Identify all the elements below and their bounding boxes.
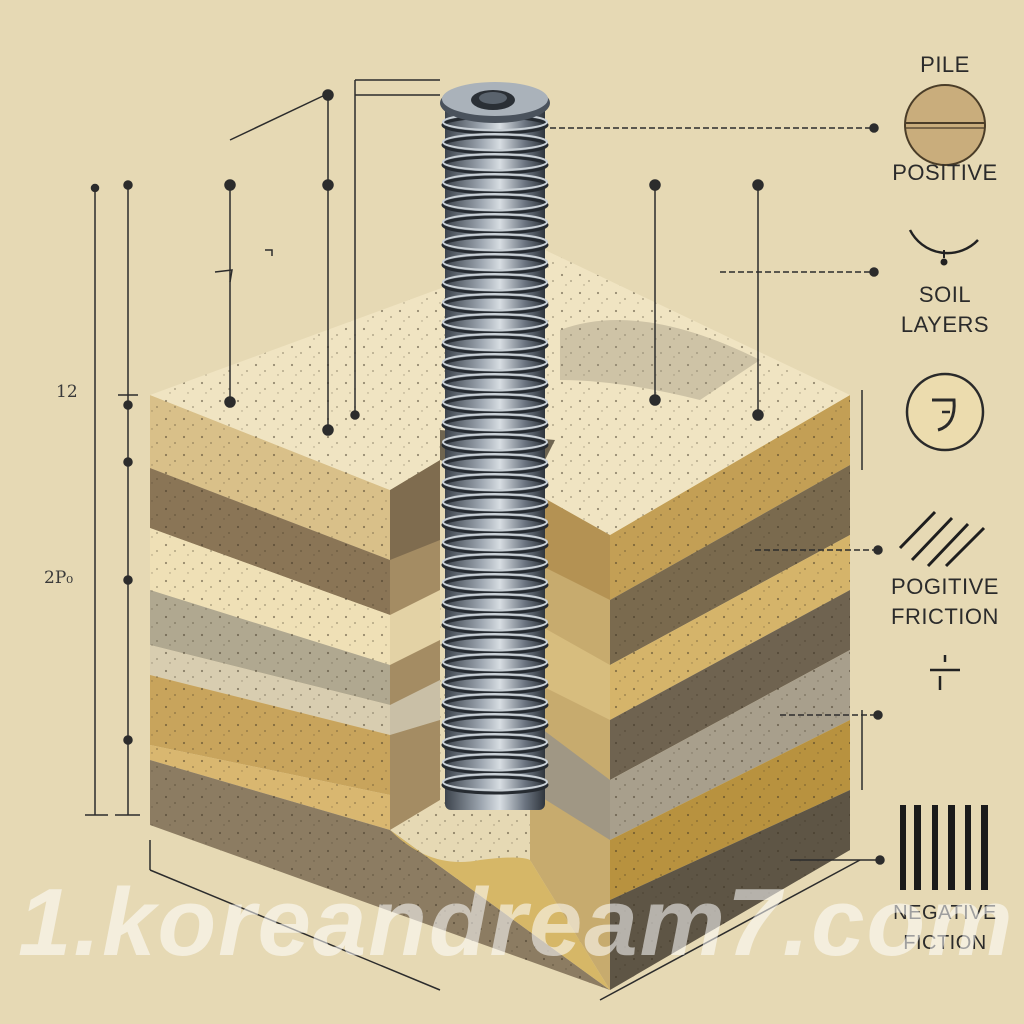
legend-negative-friction-label: NEGATIVE FICTION: [880, 898, 1010, 958]
pile-thread-ring: [442, 713, 548, 731]
pile-thread-ring: [442, 353, 548, 371]
pile-thread-ring: [442, 173, 548, 191]
pile-thread-ring: [442, 613, 548, 631]
pile-thread-ring: [442, 253, 548, 271]
pile-thread-ring: [442, 733, 548, 751]
legend-positive-label: POSITIVE: [892, 160, 998, 185]
pile-thread-ring: [442, 433, 548, 451]
pile-thread-shadow: [441, 775, 549, 795]
legend-soil-line1: SOIL: [918, 282, 972, 307]
watermark-text: 1.koreandream7.com: [18, 869, 1015, 976]
legend-positive-friction-line2: FRICTION: [891, 604, 999, 629]
pile-thread-ring: [442, 593, 548, 611]
pile-thread-ring: [442, 553, 548, 571]
pile-thread-ring: [442, 213, 548, 231]
legend-negative-line2: FICTION: [903, 932, 987, 954]
divider-symbol-icon: [930, 655, 960, 690]
pile-thread-ring: [442, 773, 548, 791]
pile-thread-ring: [442, 513, 548, 531]
pile-thread-ring: [442, 453, 548, 471]
pile-thread-ring: [442, 153, 548, 171]
pile-thread-ring: [442, 753, 548, 771]
pile-thread-ring: [442, 493, 548, 511]
side-note-upper: 12: [56, 382, 78, 402]
pile-thread-ring: [442, 373, 548, 391]
legend-positive-friction-label: POGITIVE FRICTION: [878, 572, 1012, 632]
pile-thread-ring: [442, 533, 548, 551]
dimension-lines: [85, 79, 885, 1001]
legend-soil-label: SOIL LAYERS: [890, 280, 1000, 340]
pile-thread-ring: [442, 473, 548, 491]
side-note-lower: 2P₀: [44, 568, 74, 588]
legend-positive-friction-line1: POGITIVE: [891, 574, 999, 599]
pile-thread-ring: [442, 393, 548, 411]
pile-thread-ring: [442, 653, 548, 671]
circle-symbol-icon: [905, 372, 985, 452]
soil-block-right-face: [610, 395, 850, 990]
legend-soil-line2: LAYERS: [900, 312, 990, 337]
pile-thread-ring: [442, 633, 548, 651]
pile-threads: [441, 113, 549, 795]
pile-section-icon: [904, 84, 986, 166]
pile-thread-ring: [442, 413, 548, 431]
pile-thread-ring: [442, 133, 548, 151]
soil-arc-icon: [908, 229, 979, 266]
pile-thread-ring: [442, 673, 548, 691]
diagonal-hatch-icon: [898, 510, 986, 568]
pile-thread-ring: [442, 233, 548, 251]
soil-cut-faces: [390, 460, 610, 990]
pile-thread-ring: [442, 313, 548, 331]
legend-pile-label: PILE: [920, 52, 970, 77]
pile-thread-ring: [442, 333, 548, 351]
pile-thread-ring: [442, 573, 548, 591]
soil-block-left-face: [150, 395, 610, 990]
pile-thread-ring: [442, 693, 548, 711]
legend-negative-line1: NEGATIVE: [893, 902, 997, 924]
vertical-bars-icon: [900, 805, 988, 890]
pile-top-cap: [440, 82, 550, 123]
pile-thread-ring: [442, 293, 548, 311]
pile-thread-ring: [442, 193, 548, 211]
pile-thread-ring: [442, 273, 548, 291]
